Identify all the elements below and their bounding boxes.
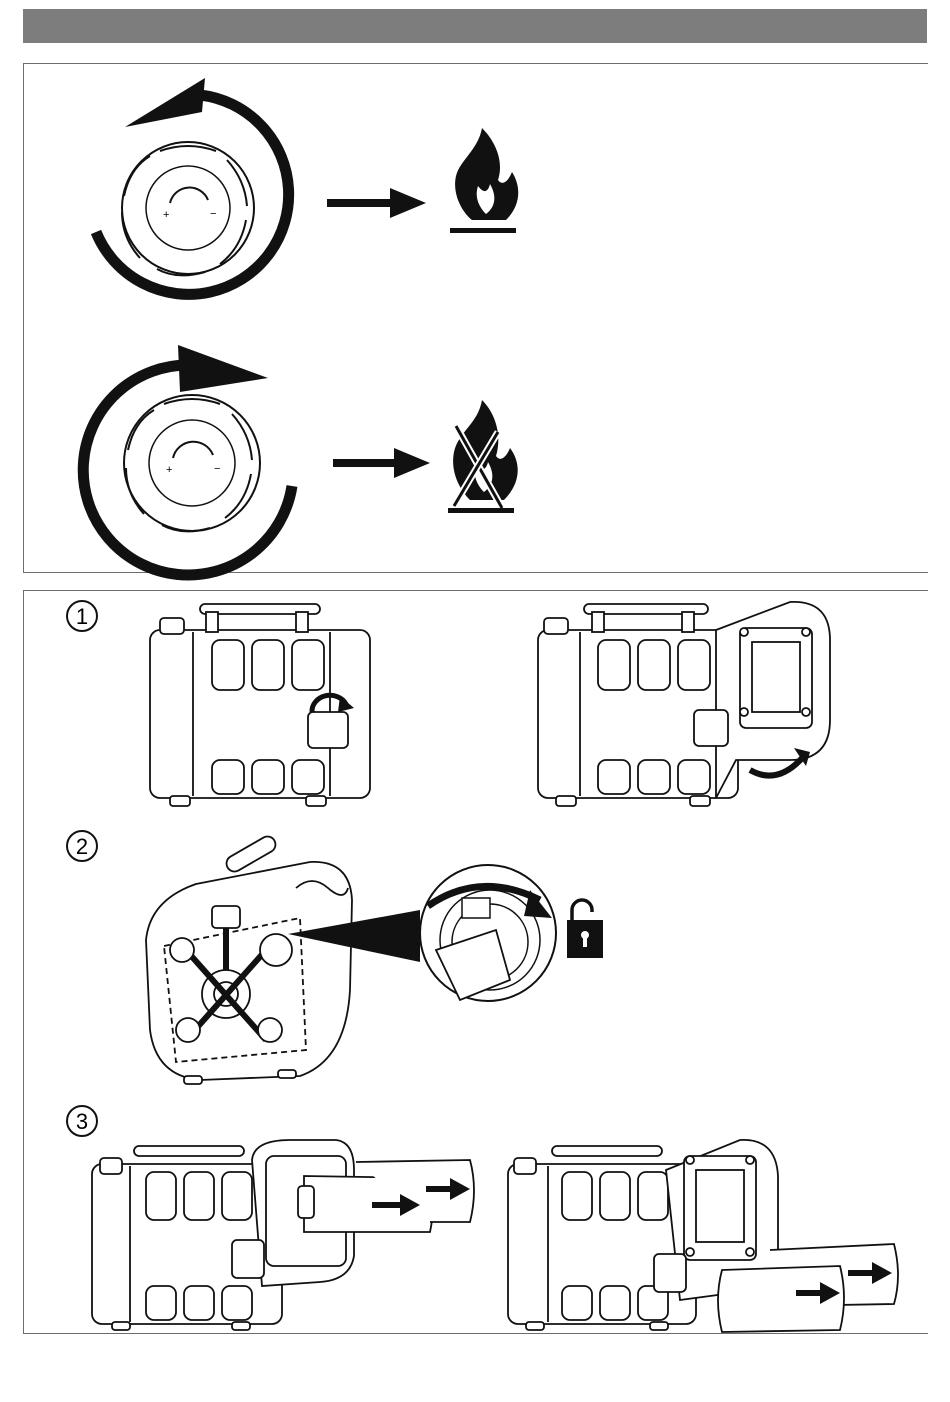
heater-closed: [150, 604, 370, 806]
step-3-number: 3: [67, 1106, 97, 1136]
step-1-number: 1: [67, 601, 97, 631]
flame-crossed-icon: [448, 400, 518, 513]
knob-minus-label: −: [210, 208, 216, 220]
step-2-number: 2: [67, 831, 97, 861]
flame-icon: [450, 128, 518, 233]
svg-text:1: 1: [76, 604, 88, 629]
svg-text:2: 2: [76, 834, 88, 859]
arrow-right-icon-2: [333, 448, 430, 478]
heater-interior: [146, 834, 352, 1084]
heater-open: [538, 602, 830, 806]
knob-bottom: + −: [124, 395, 260, 531]
arrow-right-icon: [327, 188, 426, 218]
heater-cylinder-step-a: [92, 1140, 474, 1330]
knob-plus-label-2: +: [166, 464, 172, 476]
heater-cylinder-step-b: [508, 1140, 898, 1332]
knob-minus-label-2: −: [214, 463, 220, 475]
padlock-open-icon: [567, 900, 603, 958]
zoom-detail: [420, 865, 556, 1001]
svg-text:3: 3: [76, 1109, 88, 1134]
knob-top: + −: [122, 142, 254, 275]
knob-plus-label: +: [163, 209, 169, 221]
